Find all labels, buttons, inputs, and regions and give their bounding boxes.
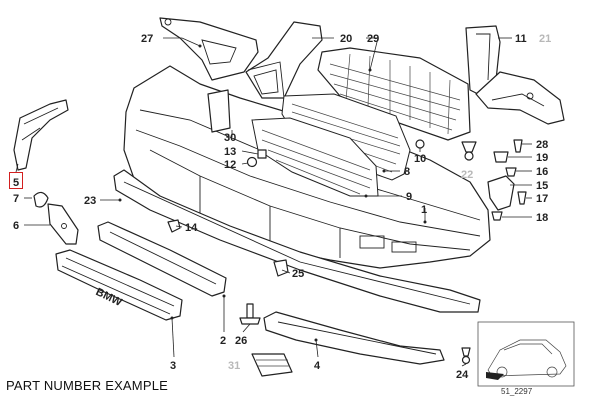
callout-28[interactable]: 28 bbox=[536, 139, 548, 151]
part-17-screw[interactable] bbox=[517, 191, 527, 205]
callout-15[interactable]: 15 bbox=[536, 180, 548, 192]
callout-6[interactable]: 6 bbox=[13, 220, 19, 232]
leader-lines bbox=[15, 37, 532, 367]
callout-17[interactable]: 17 bbox=[536, 193, 548, 205]
part-18-clip[interactable] bbox=[491, 211, 503, 221]
callout-19[interactable]: 19 bbox=[536, 152, 548, 164]
callout-4[interactable]: 4 bbox=[314, 360, 321, 372]
callout-23[interactable]: 23 bbox=[84, 195, 96, 207]
callout-1[interactable]: 1 bbox=[421, 204, 427, 216]
part-7-clip[interactable] bbox=[33, 191, 49, 208]
part-21-bracket[interactable] bbox=[475, 71, 565, 125]
part-14-screw[interactable] bbox=[167, 219, 181, 233]
part-27-bracket[interactable] bbox=[159, 17, 259, 81]
part-2-reinforcement[interactable] bbox=[97, 221, 227, 297]
part-5-trim-strip[interactable] bbox=[13, 99, 69, 171]
callout-labels: 27 20 29 11 21 10 22 28 19 16 15 17 18 3… bbox=[13, 33, 551, 381]
part-16-clip[interactable] bbox=[505, 167, 517, 177]
part-4-spoiler[interactable] bbox=[263, 311, 445, 365]
callout-7[interactable]: 7 bbox=[13, 193, 19, 205]
highlighted-callout-box bbox=[9, 172, 23, 189]
callout-13[interactable]: 13 bbox=[224, 146, 236, 158]
callout-18[interactable]: 18 bbox=[536, 212, 548, 224]
callout-14[interactable]: 14 bbox=[185, 222, 198, 234]
part-12-nut[interactable] bbox=[246, 156, 258, 168]
callout-27[interactable]: 27 bbox=[141, 33, 153, 45]
part-25-clip[interactable] bbox=[273, 259, 289, 277]
callout-10[interactable]: 10 bbox=[414, 153, 426, 165]
part-23-lower-bar[interactable] bbox=[113, 169, 481, 313]
part-26-bolt[interactable] bbox=[239, 303, 261, 325]
callout-9[interactable]: 9 bbox=[406, 191, 412, 203]
part-24-clip[interactable] bbox=[461, 347, 471, 365]
part-31-small-grille[interactable] bbox=[251, 353, 293, 377]
callout-29[interactable]: 29 bbox=[367, 33, 379, 45]
callout-11[interactable]: 11 bbox=[515, 33, 527, 45]
callout-25[interactable]: 25 bbox=[292, 268, 304, 280]
part-30-bracket[interactable] bbox=[207, 89, 231, 133]
part-19-nut[interactable] bbox=[493, 151, 509, 163]
leader-dots bbox=[118, 44, 427, 342]
part-28-screw[interactable] bbox=[513, 139, 523, 153]
part-20-air-duct[interactable] bbox=[245, 21, 323, 99]
part-3-impact-absorber[interactable]: BMW bbox=[55, 249, 183, 321]
callout-16[interactable]: 16 bbox=[536, 166, 548, 178]
part-15-bracket[interactable] bbox=[487, 175, 515, 211]
callout-8[interactable]: 8 bbox=[404, 166, 410, 178]
part-29-grille-screen[interactable] bbox=[317, 47, 471, 141]
callout-12[interactable]: 12 bbox=[224, 159, 236, 171]
callout-20[interactable]: 20 bbox=[340, 33, 352, 45]
inset-car-reference bbox=[477, 321, 575, 387]
reference-code: 51_2297 bbox=[501, 387, 533, 396]
part-6-bracket[interactable] bbox=[47, 203, 79, 245]
callout-26[interactable]: 26 bbox=[235, 335, 247, 347]
callout-5[interactable]: 5 bbox=[13, 177, 19, 189]
callout-21[interactable]: 21 bbox=[539, 33, 551, 45]
callout-2[interactable]: 2 bbox=[220, 335, 226, 347]
part-10-clip[interactable] bbox=[415, 139, 425, 149]
callout-24[interactable]: 24 bbox=[456, 369, 469, 381]
callout-31[interactable]: 31 bbox=[228, 360, 240, 372]
callout-30[interactable]: 30 bbox=[224, 132, 236, 144]
part-13-clip[interactable] bbox=[257, 149, 267, 159]
callout-3[interactable]: 3 bbox=[170, 360, 176, 372]
part-22-clip[interactable] bbox=[461, 141, 477, 161]
callout-22[interactable]: 22 bbox=[461, 169, 473, 181]
diagram-caption: PART NUMBER EXAMPLE bbox=[6, 378, 169, 393]
